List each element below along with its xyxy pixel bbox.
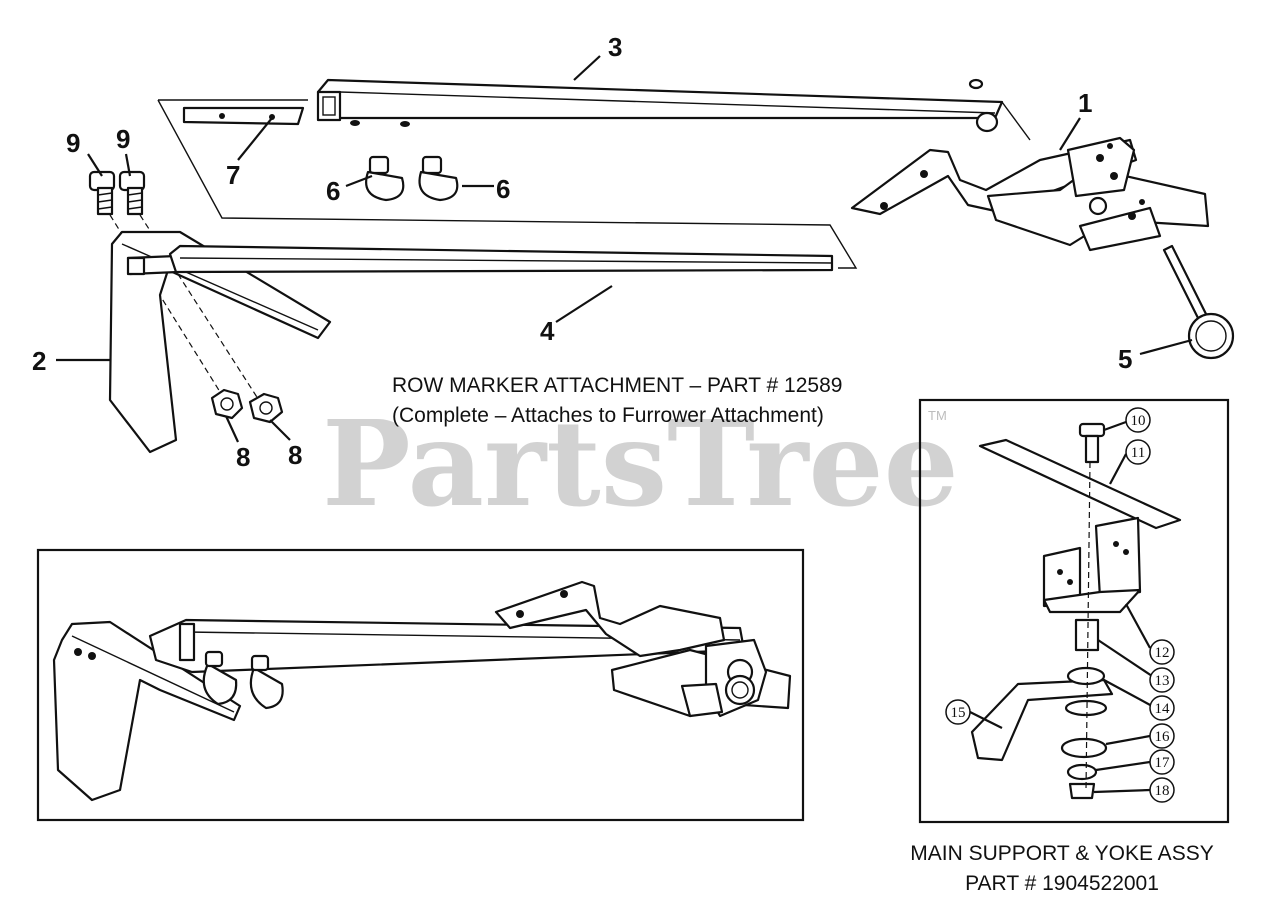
washer-part-16 [1060, 737, 1108, 759]
main-title-line-2: (Complete – Attaches to Furrower Attachm… [392, 404, 824, 427]
circled-callout-12: 12 [1149, 639, 1175, 665]
svg-text:11: 11 [1131, 445, 1145, 461]
subassembly-view: 10 11 12 13 14 15 16 17 [918, 398, 1230, 824]
circled-callout-14: 14 [1149, 695, 1175, 721]
bolt-part-9b [118, 170, 146, 216]
thumb-screw-part-6b [418, 155, 459, 202]
nut-part-18 [1068, 782, 1096, 800]
main-title-line-1: ROW MARKER ATTACHMENT – PART # 12589 [392, 374, 842, 397]
bracket-part-1 [850, 136, 1210, 252]
nut-part-8b [248, 392, 284, 424]
spacer-part-13 [1074, 618, 1100, 652]
trademark-text: TM [928, 408, 947, 423]
callout-3: 3 [608, 32, 622, 62]
bolt-part-10 [1078, 422, 1106, 464]
leader-8b [269, 419, 291, 441]
callout-1: 1 [1078, 88, 1092, 118]
assembled-view-frame [36, 548, 805, 822]
svg-text:12: 12 [1155, 645, 1170, 661]
leader-18 [1093, 788, 1151, 794]
callout-6a: 6 [326, 176, 340, 206]
leader-16 [1105, 734, 1151, 746]
assembly-plane-outline [157, 99, 858, 269]
assembly-plane-right [1001, 101, 1031, 141]
leader-15 [969, 711, 1003, 729]
thumb-screw-part-6a [365, 155, 405, 202]
circled-callout-11: 11 [1125, 439, 1151, 465]
svg-text:17: 17 [1155, 755, 1171, 771]
callout-5: 5 [1118, 344, 1132, 374]
yoke-arm-part-15 [970, 666, 1114, 762]
circled-callout-16: 16 [1149, 723, 1175, 749]
plate-part-11 [978, 438, 1182, 530]
upper-tube-part-3 [316, 78, 1004, 133]
leader-5 [1139, 338, 1193, 356]
leader-17 [1095, 760, 1151, 772]
marker-blade-part-2 [108, 230, 332, 454]
bracket-part-12 [1042, 516, 1142, 614]
bolt-axis-9b [139, 214, 263, 406]
leader-9a [87, 153, 103, 177]
circled-callout-10: 10 [1125, 407, 1151, 433]
svg-text:15: 15 [951, 705, 966, 721]
watermark-text: PartsTree [322, 394, 959, 533]
leader-6a [345, 174, 373, 188]
leader-9b [124, 153, 132, 177]
svg-text:16: 16 [1155, 729, 1171, 745]
svg-text:14: 14 [1155, 701, 1171, 717]
leader-14 [1103, 679, 1153, 707]
exploded-view: 3 1 7 6 6 9 9 2 4 5 8 8 [32, 32, 1235, 472]
leader-12 [1125, 603, 1151, 649]
svg-text:13: 13 [1155, 673, 1170, 689]
callout-8a: 8 [236, 442, 250, 472]
callout-6b: 6 [496, 174, 510, 204]
bolt-axis-9a [109, 214, 226, 401]
leader-10 [1103, 420, 1127, 432]
subassembly-title-line-2: PART # 1904522001 [965, 872, 1159, 895]
svg-text:18: 18 [1155, 783, 1170, 799]
leader-11 [1109, 453, 1127, 485]
callout-9b: 9 [116, 124, 130, 154]
circled-callout-13: 13 [1149, 667, 1175, 693]
svg-text:10: 10 [1131, 413, 1146, 429]
callout-8b: 8 [288, 440, 302, 470]
circled-callout-15: 15 [945, 699, 971, 725]
leader-13 [1097, 639, 1153, 677]
leader-7 [237, 117, 273, 161]
callout-2: 2 [32, 346, 46, 376]
insert-plate-part-7 [182, 106, 305, 126]
circled-callout-18: 18 [1149, 777, 1175, 803]
subassembly-view-frame [918, 398, 1230, 824]
lower-tube-part-4 [168, 244, 834, 274]
nut-part-8a [210, 388, 244, 420]
leader-1 [1059, 117, 1081, 151]
leader-8a [225, 415, 239, 443]
callout-9a: 9 [66, 128, 80, 158]
leader-3 [573, 55, 601, 81]
subassembly-title-line-1: MAIN SUPPORT & YOKE ASSY [910, 842, 1213, 865]
callout-4: 4 [540, 316, 555, 346]
assembled-view [36, 548, 805, 822]
circled-callout-17: 17 [1149, 749, 1175, 775]
hitch-pin-part-5 [1162, 244, 1235, 360]
leader-4 [555, 285, 613, 323]
bolt-part-9a [88, 170, 116, 216]
callout-7: 7 [226, 160, 240, 190]
subassembly-axis [1085, 461, 1091, 791]
washer-part-17 [1066, 763, 1098, 781]
